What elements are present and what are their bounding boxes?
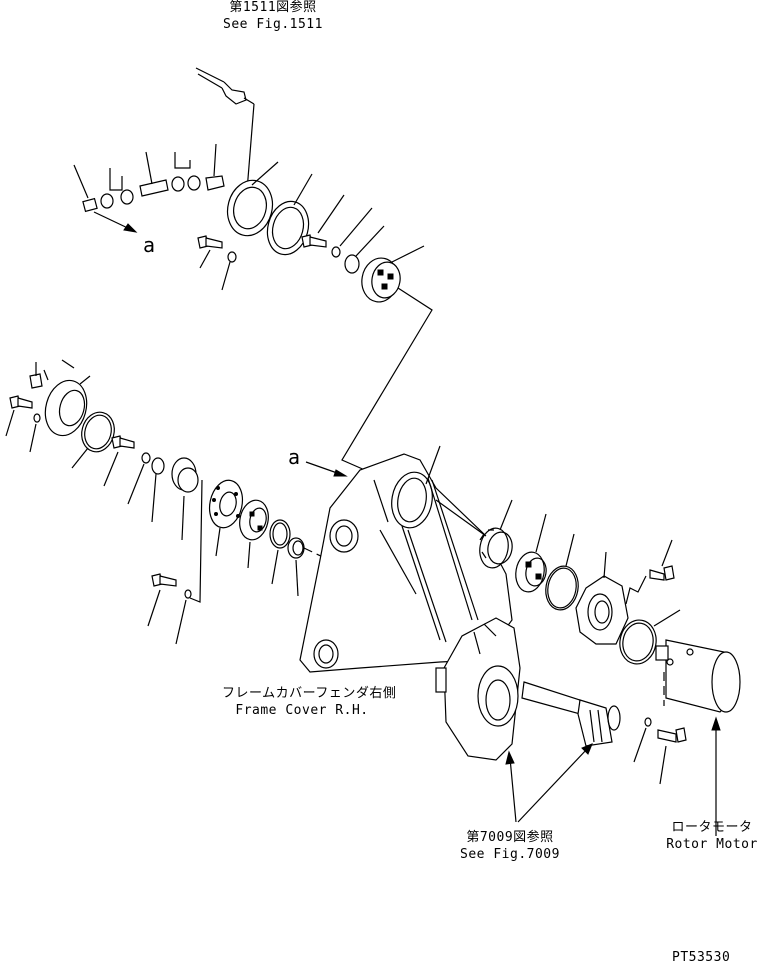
right-oring — [545, 533, 579, 611]
fitting-nut-3 — [171, 152, 191, 192]
cover-plate — [226, 161, 279, 237]
motor-bolt-group — [633, 717, 687, 785]
frame-cover-jp-label: フレームカバーフェンダ右側 — [222, 686, 397, 701]
rotor-motor-jp-label: ロータモータ — [671, 820, 753, 835]
coupling-small — [344, 225, 385, 274]
coupling-upper — [341, 245, 433, 475]
washer-upper-mid — [331, 207, 373, 258]
splined-shaft — [521, 681, 621, 747]
bearing-mid — [239, 499, 269, 569]
chain-case — [435, 617, 521, 761]
frame-cover-en-label: Frame Cover R.H. — [235, 703, 369, 718]
fitting-nut-1 — [100, 168, 123, 209]
fitting-elbow-2 — [205, 143, 225, 191]
fig1511-jp-label: 第1511図参照 — [229, 0, 317, 15]
ring-mid — [269, 519, 291, 585]
left-flange-group — [5, 359, 115, 469]
fig1511-en-label: See Fig.1511 — [223, 17, 323, 32]
view-marker-lower: a — [288, 445, 301, 469]
mid-bolt-group — [103, 435, 199, 541]
right-bolt — [649, 539, 675, 581]
fitting-elbow-1 — [73, 164, 98, 213]
fitting-nut-2 — [120, 189, 134, 205]
bolt-upper-left — [197, 235, 223, 269]
fig7009-en-label: See Fig.7009 — [460, 847, 560, 862]
fig7009-jp-label: 第7009図参照 — [466, 830, 554, 845]
motor-oring — [619, 609, 681, 665]
right-sprocket — [435, 499, 513, 569]
frame-cover — [299, 453, 513, 673]
right-housing — [575, 551, 647, 645]
gasket-upper — [266, 173, 313, 256]
view-marker-upper: a — [143, 233, 156, 257]
upper-fitting-group — [73, 67, 255, 233]
fitting-nut-4 — [187, 175, 201, 191]
drive-chain — [391, 445, 479, 643]
lower-bolt-group — [147, 479, 203, 645]
rotor-motor — [655, 639, 741, 836]
drawing-id: PT53530 — [672, 950, 731, 965]
washer-upper-left — [221, 251, 237, 291]
flange-plate-mid — [208, 479, 244, 557]
bolt-upper-mid — [301, 194, 345, 248]
tube-piece — [139, 151, 169, 197]
rotor-motor-en-label: Rotor Motor — [666, 837, 758, 852]
right-coupling — [515, 513, 547, 593]
